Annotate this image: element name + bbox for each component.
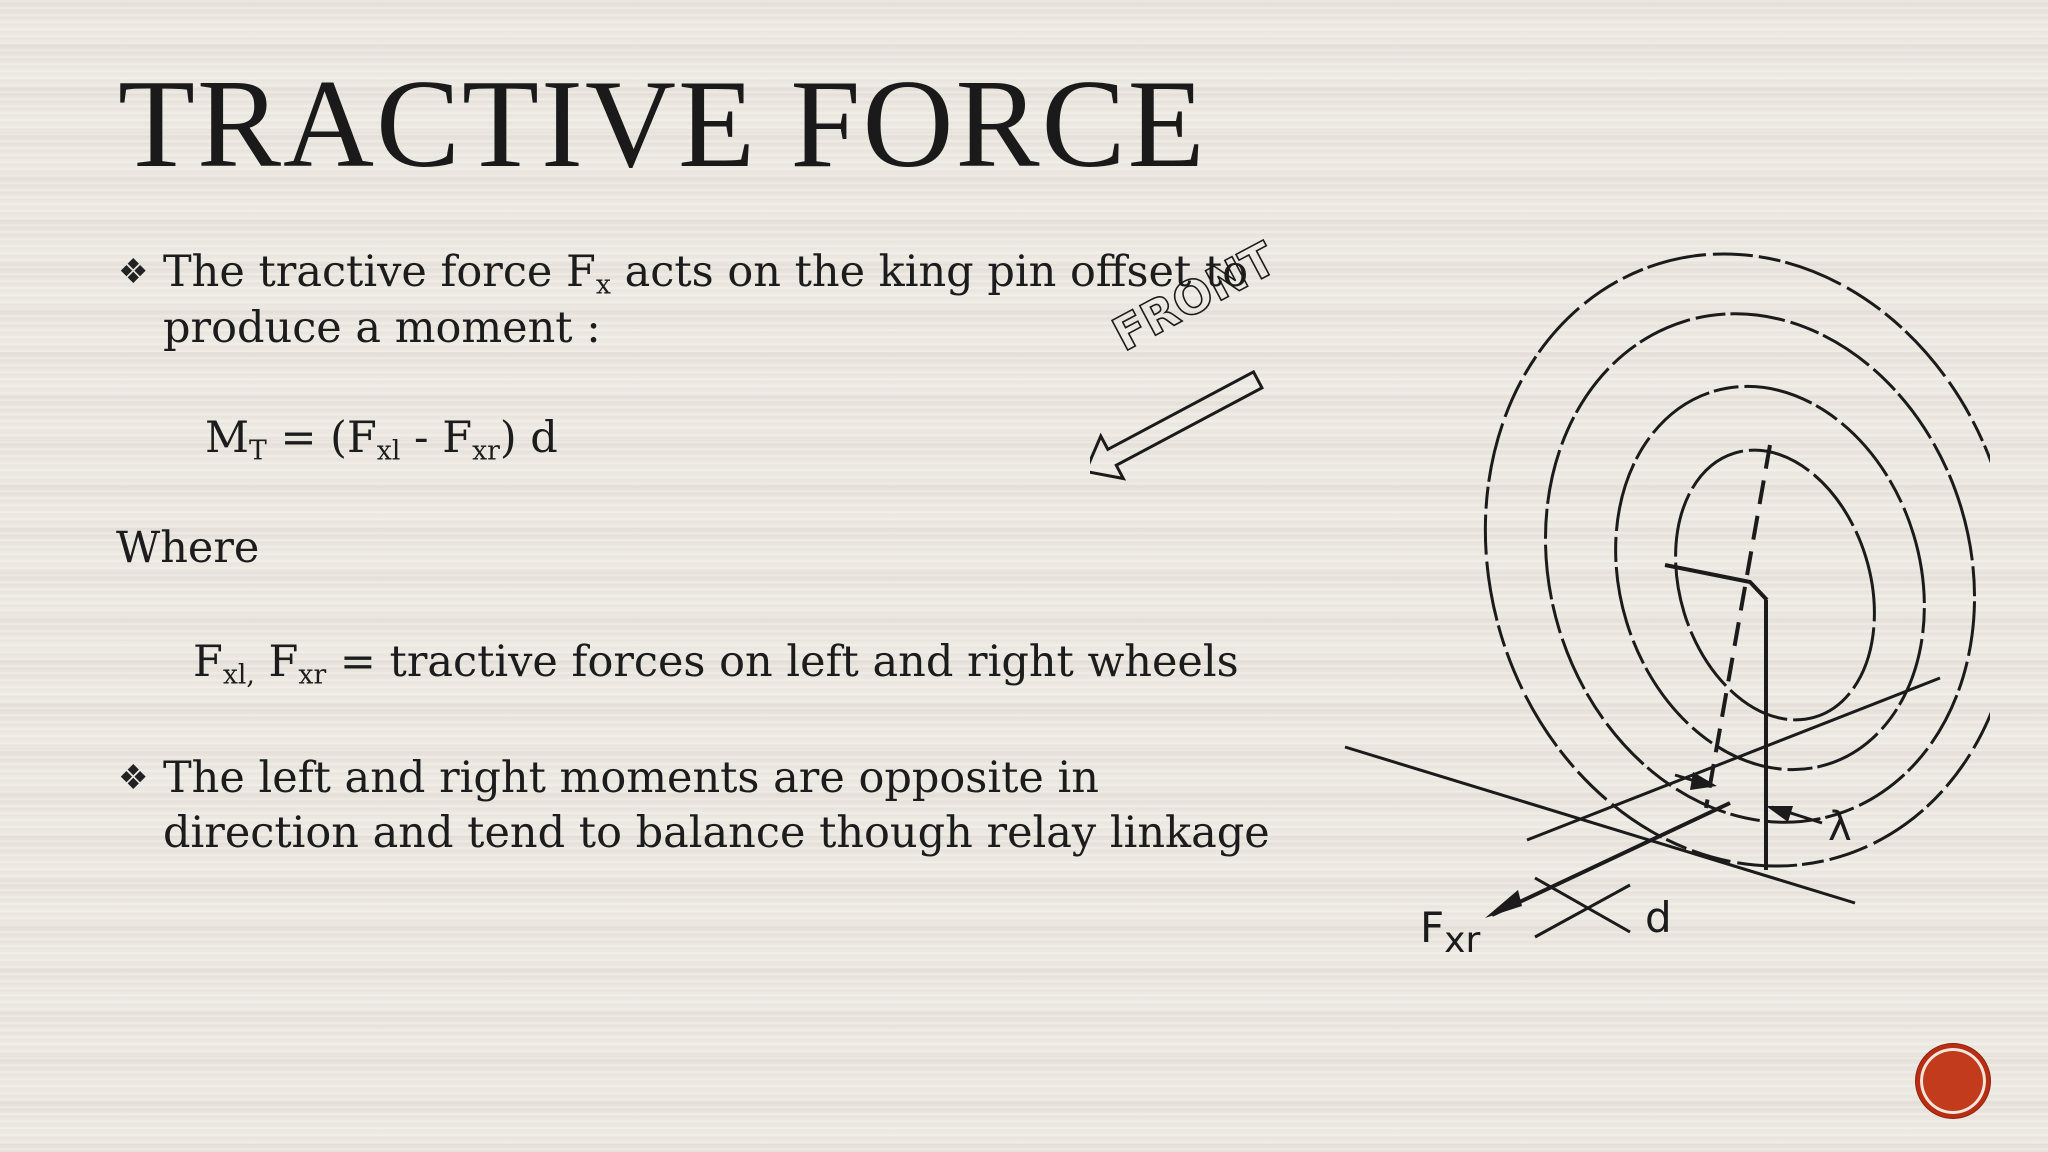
bullet-2-line-2: direction and tend to balance though rel… <box>163 808 1270 858</box>
spindle-line <box>1664 563 1769 602</box>
bullet-1-line-1: The tractive force Fx acts on the king p… <box>163 247 1249 301</box>
bullet-2-line-1: The left and right moments are opposite … <box>163 753 1099 803</box>
angle-label: λ <box>1828 804 1852 850</box>
front-arrow-icon <box>1090 369 1264 481</box>
bullet-diamond-icon: ❖ <box>118 758 149 798</box>
front-label: FRONT <box>1104 231 1285 362</box>
bullet-diamond-icon: ❖ <box>118 252 149 292</box>
tire-inner-outline <box>1614 384 1926 772</box>
force-line <box>1491 801 1731 917</box>
force-arrowhead <box>1485 890 1522 918</box>
moment-equation: MT = (Fxl - Fxr) d <box>205 413 558 467</box>
tire-middle-outline <box>1543 312 1977 824</box>
bullet-1-line-2: produce a moment : <box>163 303 601 353</box>
angle-arrowhead-2 <box>1690 772 1717 790</box>
force-label: Fxr <box>1420 903 1480 961</box>
offset-label: d <box>1645 893 1672 942</box>
slide-title: TRACTIVE FORCE <box>118 55 1207 194</box>
tractive-force-diagram: FRONT Fxr d λ <box>1090 230 1990 961</box>
kingpin-axis <box>1704 444 1772 809</box>
where-label: Where <box>116 523 260 573</box>
tire-outer-outline <box>1483 252 1990 868</box>
offset-tick <box>1534 876 1631 934</box>
offset-line <box>1534 883 1631 939</box>
definition-line: Fxl, Fxr = tractive forces on left and r… <box>193 637 1239 691</box>
ground-line <box>1344 745 1856 905</box>
angle-arrowhead <box>1766 806 1793 822</box>
ground-line-2 <box>1526 676 1941 842</box>
rim-outline <box>1674 448 1876 722</box>
next-slide-button[interactable] <box>1916 1044 1990 1118</box>
